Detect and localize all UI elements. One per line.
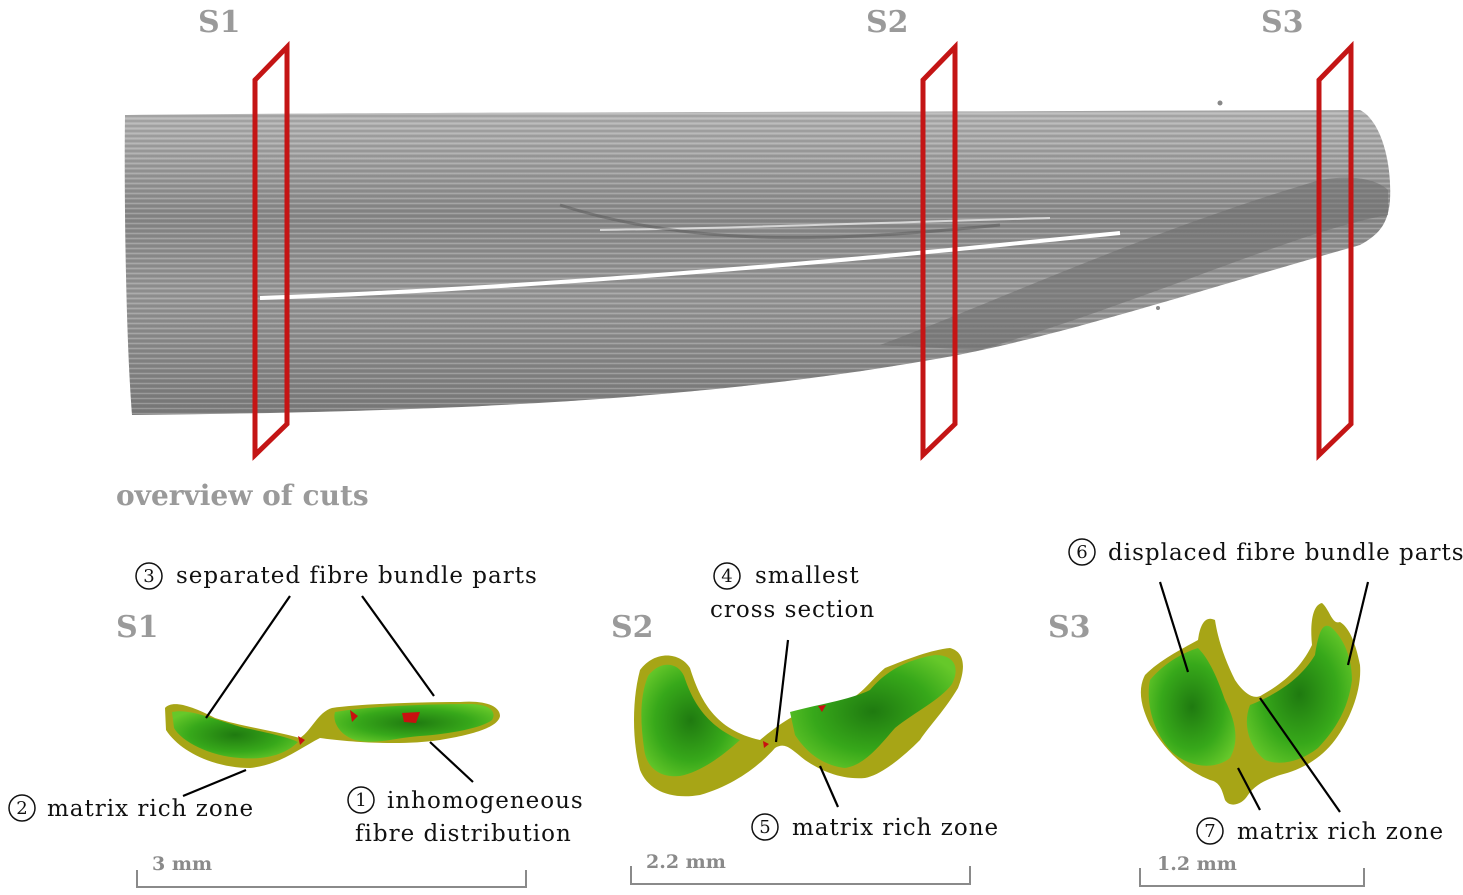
cross-section-s2-fibres-right bbox=[790, 655, 956, 768]
annotation-2: 2 matrix rich zone bbox=[8, 794, 254, 822]
fibre-bundle-speck bbox=[1217, 100, 1223, 106]
annotation-4-text-line2: cross section bbox=[710, 597, 875, 623]
scale-bar-s1-label: 3 mm bbox=[152, 853, 212, 875]
cut-label-s1: S1 bbox=[198, 5, 241, 40]
leader-4 bbox=[774, 639, 790, 743]
annotation-6: 6 displaced fibre bundle parts bbox=[1068, 538, 1463, 566]
annotation-1-marker bbox=[347, 786, 375, 814]
annotation-3-marker bbox=[135, 562, 163, 590]
annotation-6-text: displaced fibre bundle parts bbox=[1108, 540, 1463, 566]
annotation-4-number: 4 bbox=[721, 566, 732, 587]
cross-section-s1-void-2 bbox=[298, 736, 305, 745]
cut-label-s3: S3 bbox=[1261, 5, 1304, 40]
cross-section-s2 bbox=[634, 648, 963, 797]
fibre-bundle-texture bbox=[124, 110, 1391, 415]
cross-section-s1-fibres-left bbox=[172, 711, 298, 759]
leader-7a bbox=[1259, 697, 1341, 813]
cross-section-s3-fibres-left bbox=[1148, 648, 1236, 766]
annotation-3-number: 3 bbox=[143, 566, 154, 587]
annotation-3: 3 separated fibre bundle parts bbox=[135, 562, 538, 590]
fibre-bundle-speck-2 bbox=[1156, 306, 1160, 310]
leader-lines bbox=[182, 581, 1370, 813]
annotation-4-marker bbox=[713, 562, 741, 590]
annotation-5-text: matrix rich zone bbox=[792, 815, 999, 841]
annotation-2-text: matrix rich zone bbox=[47, 796, 254, 822]
leader-1 bbox=[429, 741, 474, 783]
annotation-1-number: 1 bbox=[355, 790, 366, 811]
scale-bar-s2: 2.2 mm bbox=[630, 851, 971, 885]
overview-title: overview of cuts bbox=[116, 479, 369, 512]
annotation-5: 5 matrix rich zone bbox=[751, 813, 999, 841]
scale-bar-s2-label: 2.2 mm bbox=[646, 851, 726, 873]
scale-bar-s3-line bbox=[1139, 868, 1365, 887]
fibre-bundle-gap-1 bbox=[259, 231, 1121, 300]
cut-label-s2: S2 bbox=[866, 5, 909, 40]
cross-section-s2-fibres-left bbox=[641, 664, 740, 777]
scale-bar-s2-line bbox=[630, 866, 971, 885]
fibre-bundle-crossing bbox=[559, 203, 1001, 240]
leader-3-left bbox=[205, 595, 291, 719]
cut-plane-s2 bbox=[920, 40, 958, 461]
section-label-s3: S3 bbox=[1048, 610, 1091, 645]
fibre-bundle-lower-strand bbox=[880, 177, 1388, 350]
annotation-5-number: 5 bbox=[759, 817, 770, 838]
cut-plane-s3 bbox=[1316, 40, 1354, 461]
annotation-2-number: 2 bbox=[16, 798, 27, 819]
scale-bar-s3-label: 1.2 mm bbox=[1157, 853, 1237, 875]
annotation-2-marker bbox=[8, 794, 36, 822]
cross-section-s1-fibres-right bbox=[334, 704, 494, 742]
cross-section-s1-void bbox=[402, 712, 420, 723]
annotation-5-marker bbox=[751, 813, 779, 841]
leader-2 bbox=[182, 768, 247, 798]
annotation-4: 4 smallest cross section bbox=[710, 562, 875, 623]
cross-section-s2-void-2 bbox=[763, 741, 769, 748]
annotation-7: 7 matrix rich zone bbox=[1196, 817, 1444, 845]
cross-section-s1 bbox=[165, 701, 500, 768]
cross-section-s1-void-3 bbox=[350, 710, 358, 722]
scale-bar-s3: 1.2 mm bbox=[1139, 853, 1365, 887]
annotation-1-text-line1: inhomogeneous bbox=[387, 788, 584, 814]
section-label-s2: S2 bbox=[611, 610, 654, 645]
cross-section-s3 bbox=[1140, 603, 1361, 805]
leader-3-right bbox=[361, 595, 435, 697]
annotation-7-marker bbox=[1196, 817, 1224, 845]
section-label-s1: S1 bbox=[116, 610, 159, 645]
annotation-6-number: 6 bbox=[1076, 542, 1087, 563]
annotation-1: 1 inhomogeneous fibre distribution bbox=[347, 786, 584, 847]
cross-section-s2-void bbox=[818, 705, 826, 712]
annotation-1-text-line2: fibre distribution bbox=[355, 821, 572, 847]
annotation-6-marker bbox=[1068, 538, 1096, 566]
annotation-7-number: 7 bbox=[1204, 821, 1215, 842]
leader-5 bbox=[818, 765, 840, 808]
cross-section-s3-fibres-right bbox=[1246, 625, 1352, 763]
scale-bar-s1-line bbox=[136, 870, 527, 888]
annotation-7-text: matrix rich zone bbox=[1237, 819, 1444, 845]
leader-7b bbox=[1237, 767, 1261, 811]
annotation-4-text-line1: smallest bbox=[755, 563, 860, 589]
leader-6-right bbox=[1346, 581, 1370, 666]
scale-bar-s1: 3 mm bbox=[136, 853, 527, 888]
leader-6-left bbox=[1158, 581, 1190, 673]
cut-plane-s1 bbox=[252, 40, 290, 461]
annotation-3-text: separated fibre bundle parts bbox=[176, 563, 538, 589]
fibre-bundle-overview bbox=[124, 100, 1391, 415]
